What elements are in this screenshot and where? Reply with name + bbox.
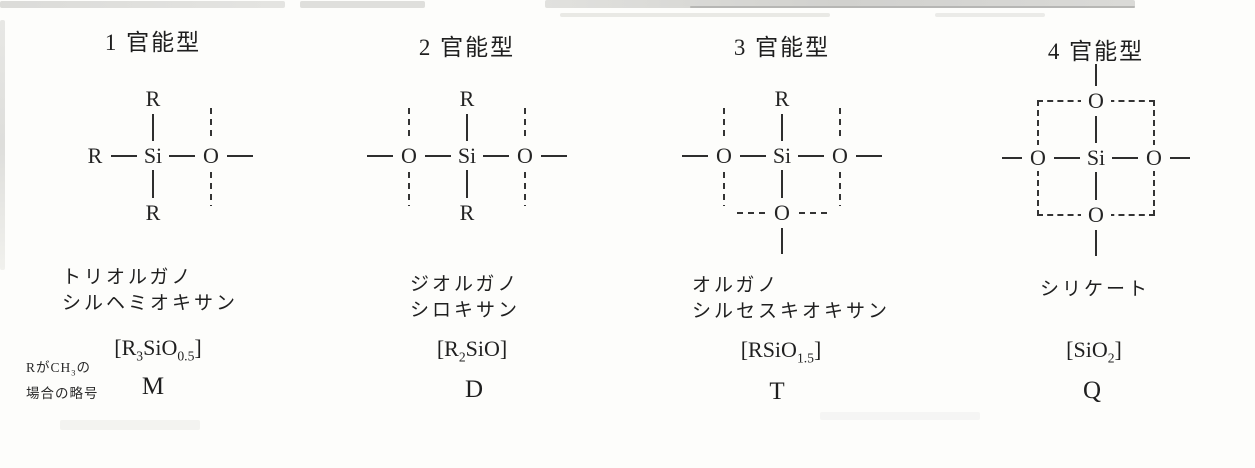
network-bond-dashed-above-o-right — [524, 108, 526, 141]
atom-r-bottom: R — [138, 200, 168, 226]
structure-d-unit: R O Si O R — [347, 70, 587, 270]
column-4-name: シリケート — [1040, 277, 1150, 303]
bond-o-continuation-top — [1095, 64, 1097, 86]
bond-o-continuation-left — [1002, 157, 1022, 159]
bond-o-continuation-right — [1170, 157, 1190, 159]
structure-t-unit: R O Si O O — [662, 70, 902, 270]
scan-streak-top-2 — [300, 1, 425, 8]
column-1-name-line-1: トリオルガノ — [62, 267, 194, 288]
scan-edge-left — [0, 20, 5, 270]
structure-q-unit: O O Si O O — [976, 64, 1216, 272]
bond-si-r-left — [111, 155, 137, 157]
side-note-line-2: 場合の略号 — [26, 385, 99, 401]
atom-si-center: Si — [1081, 145, 1111, 171]
bond-si-o-top — [1095, 116, 1097, 143]
bond-o-continuation-right — [541, 155, 567, 157]
atom-o-left: O — [394, 143, 424, 169]
column-2-name-line-1: ジオルガノ — [410, 274, 520, 295]
bond-si-o-left — [425, 155, 451, 157]
atom-si-center: Si — [452, 143, 482, 169]
column-2-formula: [R2SiO] — [436, 336, 508, 365]
atom-r-left: R — [80, 143, 110, 169]
scan-streak-top-1 — [0, 1, 285, 8]
atom-r-top: R — [767, 86, 797, 112]
bond-si-o-right — [798, 155, 824, 157]
atom-o-top: O — [1081, 88, 1111, 114]
bond-si-o-left — [1054, 157, 1080, 159]
atom-o-right: O — [510, 143, 540, 169]
atom-o-left: O — [709, 143, 739, 169]
bond-o-continuation-left — [367, 155, 393, 157]
bond-si-r-bottom — [152, 170, 154, 198]
network-bond-dashed-below-o-left — [408, 172, 410, 206]
atom-o-bottom: O — [767, 200, 797, 226]
network-bond-dashed-above-o-left — [408, 108, 410, 141]
network-bond-dashed-below-o-right — [524, 172, 526, 206]
atom-o-right: O — [1139, 145, 1169, 171]
column-1-header: 1 官能型 — [104, 30, 202, 55]
network-bond-dashed-below-o-right — [839, 172, 841, 206]
scan-smudge-bottom-right — [820, 412, 980, 420]
bond-si-o-right — [483, 155, 509, 157]
bond-si-r-bottom — [466, 170, 468, 198]
scan-streak-top-3 — [545, 0, 1135, 8]
column-3-symbol: T — [769, 378, 785, 405]
column-3-header: 3 官能型 — [733, 35, 831, 60]
bond-si-o-right — [1112, 157, 1138, 159]
network-bond-dashed-below-o-left — [723, 172, 725, 206]
atom-r-bottom: R — [452, 200, 482, 226]
atom-o-left: O — [1023, 145, 1053, 171]
bond-si-o-left — [740, 155, 766, 157]
bond-o-continuation-right — [856, 155, 882, 157]
atom-r-top: R — [452, 86, 482, 112]
column-1-formula: [R3SiO0.5] — [114, 335, 202, 364]
atom-o-right: O — [825, 143, 855, 169]
network-bond-dashed-right-of-o-bottom — [799, 212, 827, 214]
column-2-header: 2 官能型 — [418, 35, 516, 60]
scan-smudge-bottom-left — [60, 420, 200, 430]
network-bond-dashed-above-o-left — [723, 108, 725, 141]
column-1-symbol: M — [141, 373, 165, 400]
column-3-name-line-1: オルガノ — [692, 275, 780, 296]
structure-m-unit: R R Si O R — [33, 70, 273, 270]
scan-streak-top-4 — [560, 13, 830, 17]
column-3-name: オルガノ シルセスキオキサン — [692, 273, 890, 325]
bond-o-continuation-bottom — [781, 228, 783, 254]
side-note-line-1: RがCH3の — [26, 360, 91, 378]
scan-streak-top-dark-line — [690, 6, 1135, 8]
column-3-name-line-2: シルセスキオキサン — [692, 301, 891, 322]
bond-si-o-bottom — [1095, 172, 1097, 200]
column-2-symbol: D — [464, 376, 484, 403]
column-2-name-line-2: シロキサン — [410, 300, 521, 321]
network-bond-dashed-below-o — [210, 172, 212, 206]
atom-o-bottom: O — [1081, 202, 1111, 228]
column-4-name-line-1: シリケート — [1040, 279, 1151, 300]
bond-si-r-top — [781, 114, 783, 141]
bond-o-continuation-right — [227, 155, 253, 157]
column-1-name: トリオルガノ シルヘミオキサン — [62, 265, 238, 317]
bond-si-r-top — [152, 114, 154, 141]
column-2-name: ジオルガノ シロキサン — [410, 272, 520, 324]
atom-si-center: Si — [138, 143, 168, 169]
side-note-r-ch3: RがCH3の 場合の略号 — [26, 358, 99, 404]
column-1-name-line-2: シルヘミオキサン — [62, 293, 239, 314]
bond-si-o-right — [169, 155, 195, 157]
scan-streak-top-5 — [935, 13, 1045, 17]
atom-o-right: O — [196, 143, 226, 169]
bond-o-continuation-left — [682, 155, 708, 157]
column-4-symbol: Q — [1082, 377, 1102, 404]
bond-o-continuation-bottom — [1095, 230, 1097, 256]
bond-si-r-top — [466, 114, 468, 141]
network-bond-dashed-above-o-right — [839, 108, 841, 141]
atom-r-top: R — [138, 86, 168, 112]
bond-si-o-bottom — [781, 170, 783, 198]
column-3-formula: [RSiO1.5] — [740, 337, 822, 366]
network-bond-dashed-left-of-o-bottom — [737, 212, 765, 214]
atom-si-center: Si — [767, 143, 797, 169]
column-4-header: 4 官能型 — [1047, 39, 1145, 64]
network-bond-dashed-above-o — [210, 108, 212, 141]
column-4-formula: [SiO2] — [1066, 337, 1122, 366]
